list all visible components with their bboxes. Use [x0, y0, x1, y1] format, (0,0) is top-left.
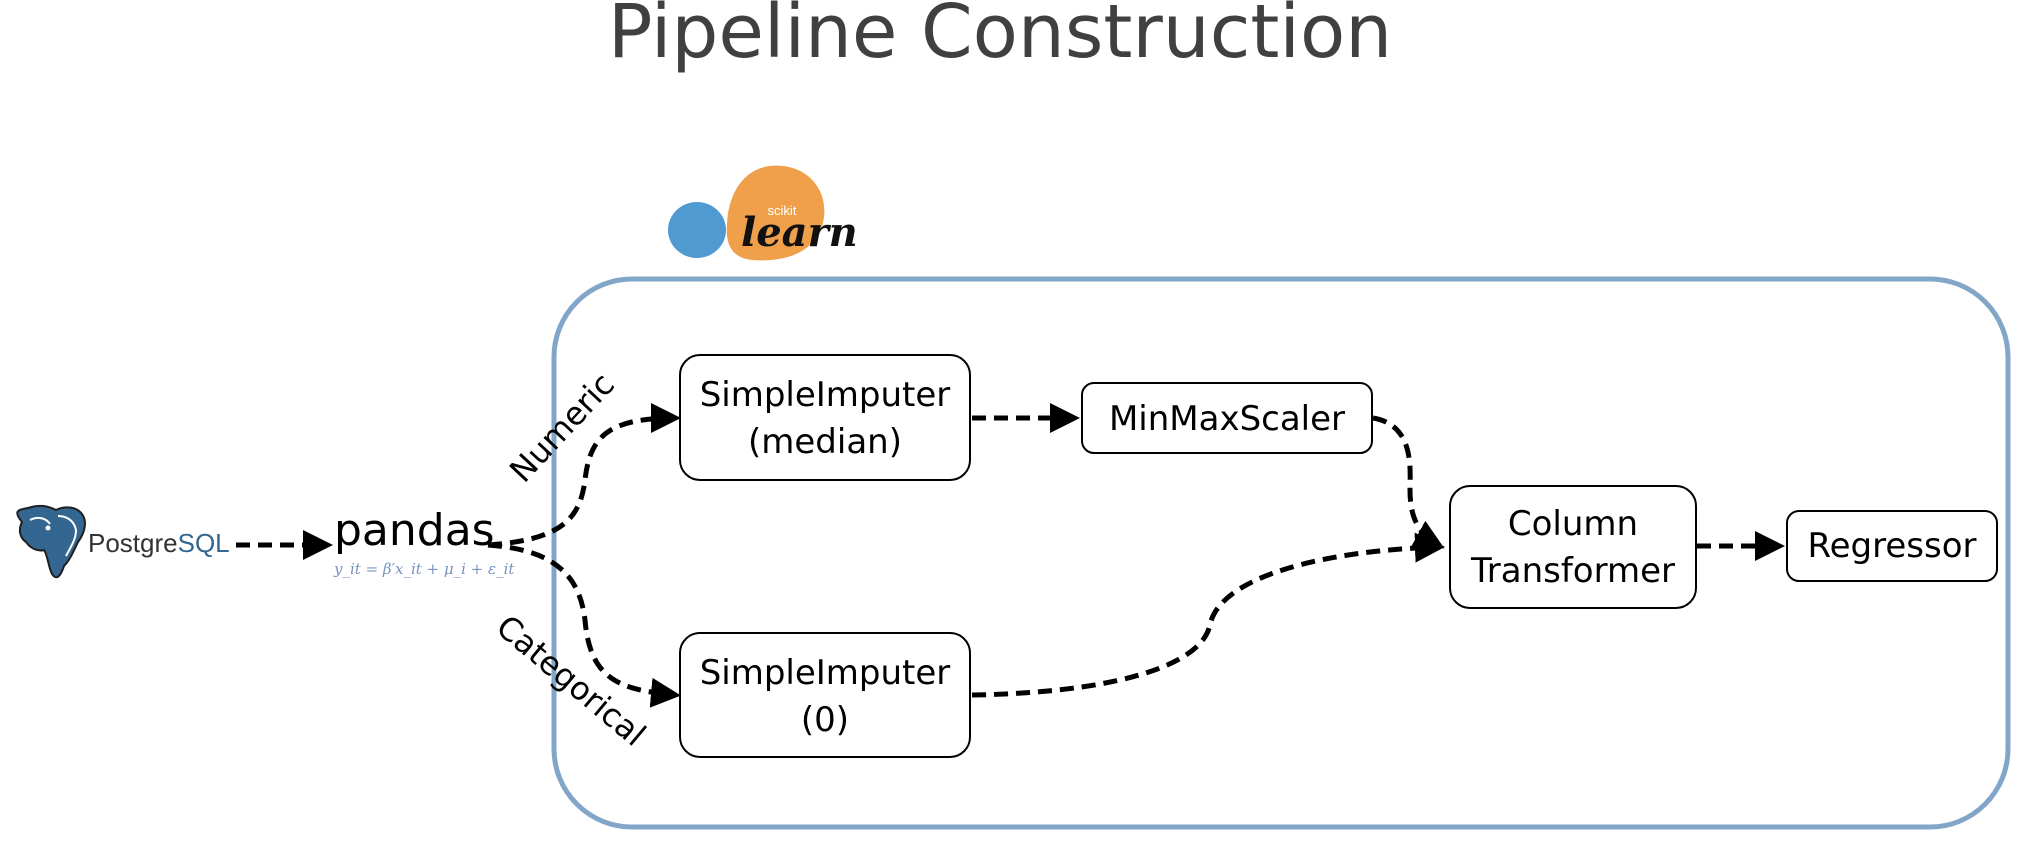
column-transformer-line2: Transformer — [1470, 551, 1675, 591]
arrow-pandas-to-categorical-imputer — [487, 542, 681, 708]
sklearn-orange-blob — [726, 165, 825, 261]
simple-imputer-zero-line1: SimpleImputer — [700, 653, 951, 693]
pandas-formula: y_it = β′x_it + μ_i + ε_it — [333, 560, 515, 578]
postgresql-logo-text: PostgreSQL — [88, 528, 230, 558]
page-title: Pipeline Construction — [608, 0, 1392, 75]
arrow-scaler-to-column-transformer — [1372, 415, 1445, 549]
scikit-learn-logo: scikit learn — [668, 165, 858, 261]
column-transformer-line1: Column — [1508, 504, 1638, 544]
pandas-logo: pandas y_it = β′x_it + μ_i + ε_it — [333, 505, 515, 578]
simple-imputer-zero-node: SimpleImputer (0) — [679, 632, 971, 758]
categorical-branch-label: Categorical — [489, 607, 653, 753]
sklearn-logo-small-text: scikit — [768, 203, 797, 218]
simple-imputer-zero-line2: (0) — [801, 700, 849, 740]
numeric-branch-label: Numeric — [502, 365, 622, 489]
arrow-categorical-imputer-to-column-transformer — [971, 532, 1445, 698]
pandas-label: pandas — [334, 505, 495, 556]
arrow-pandas-to-numeric-imputer — [487, 403, 681, 548]
pipeline-container — [551, 276, 2011, 830]
simple-imputer-median-line2: (median) — [748, 422, 902, 462]
simple-imputer-median-node: SimpleImputer (median) — [679, 354, 971, 481]
regressor-node: Regressor — [1786, 510, 1998, 582]
column-transformer-node: Column Transformer — [1449, 485, 1697, 609]
elephant-icon — [16, 504, 86, 579]
sklearn-blue-blob — [668, 202, 726, 258]
minmax-scaler-label: MinMaxScaler — [1109, 399, 1345, 439]
minmax-scaler-node: MinMaxScaler — [1081, 382, 1373, 454]
regressor-label: Regressor — [1808, 526, 1977, 566]
simple-imputer-median-line1: SimpleImputer — [700, 375, 951, 415]
postgresql-logo: PostgreSQL — [16, 504, 230, 579]
sklearn-logo-text: learn — [741, 209, 858, 256]
